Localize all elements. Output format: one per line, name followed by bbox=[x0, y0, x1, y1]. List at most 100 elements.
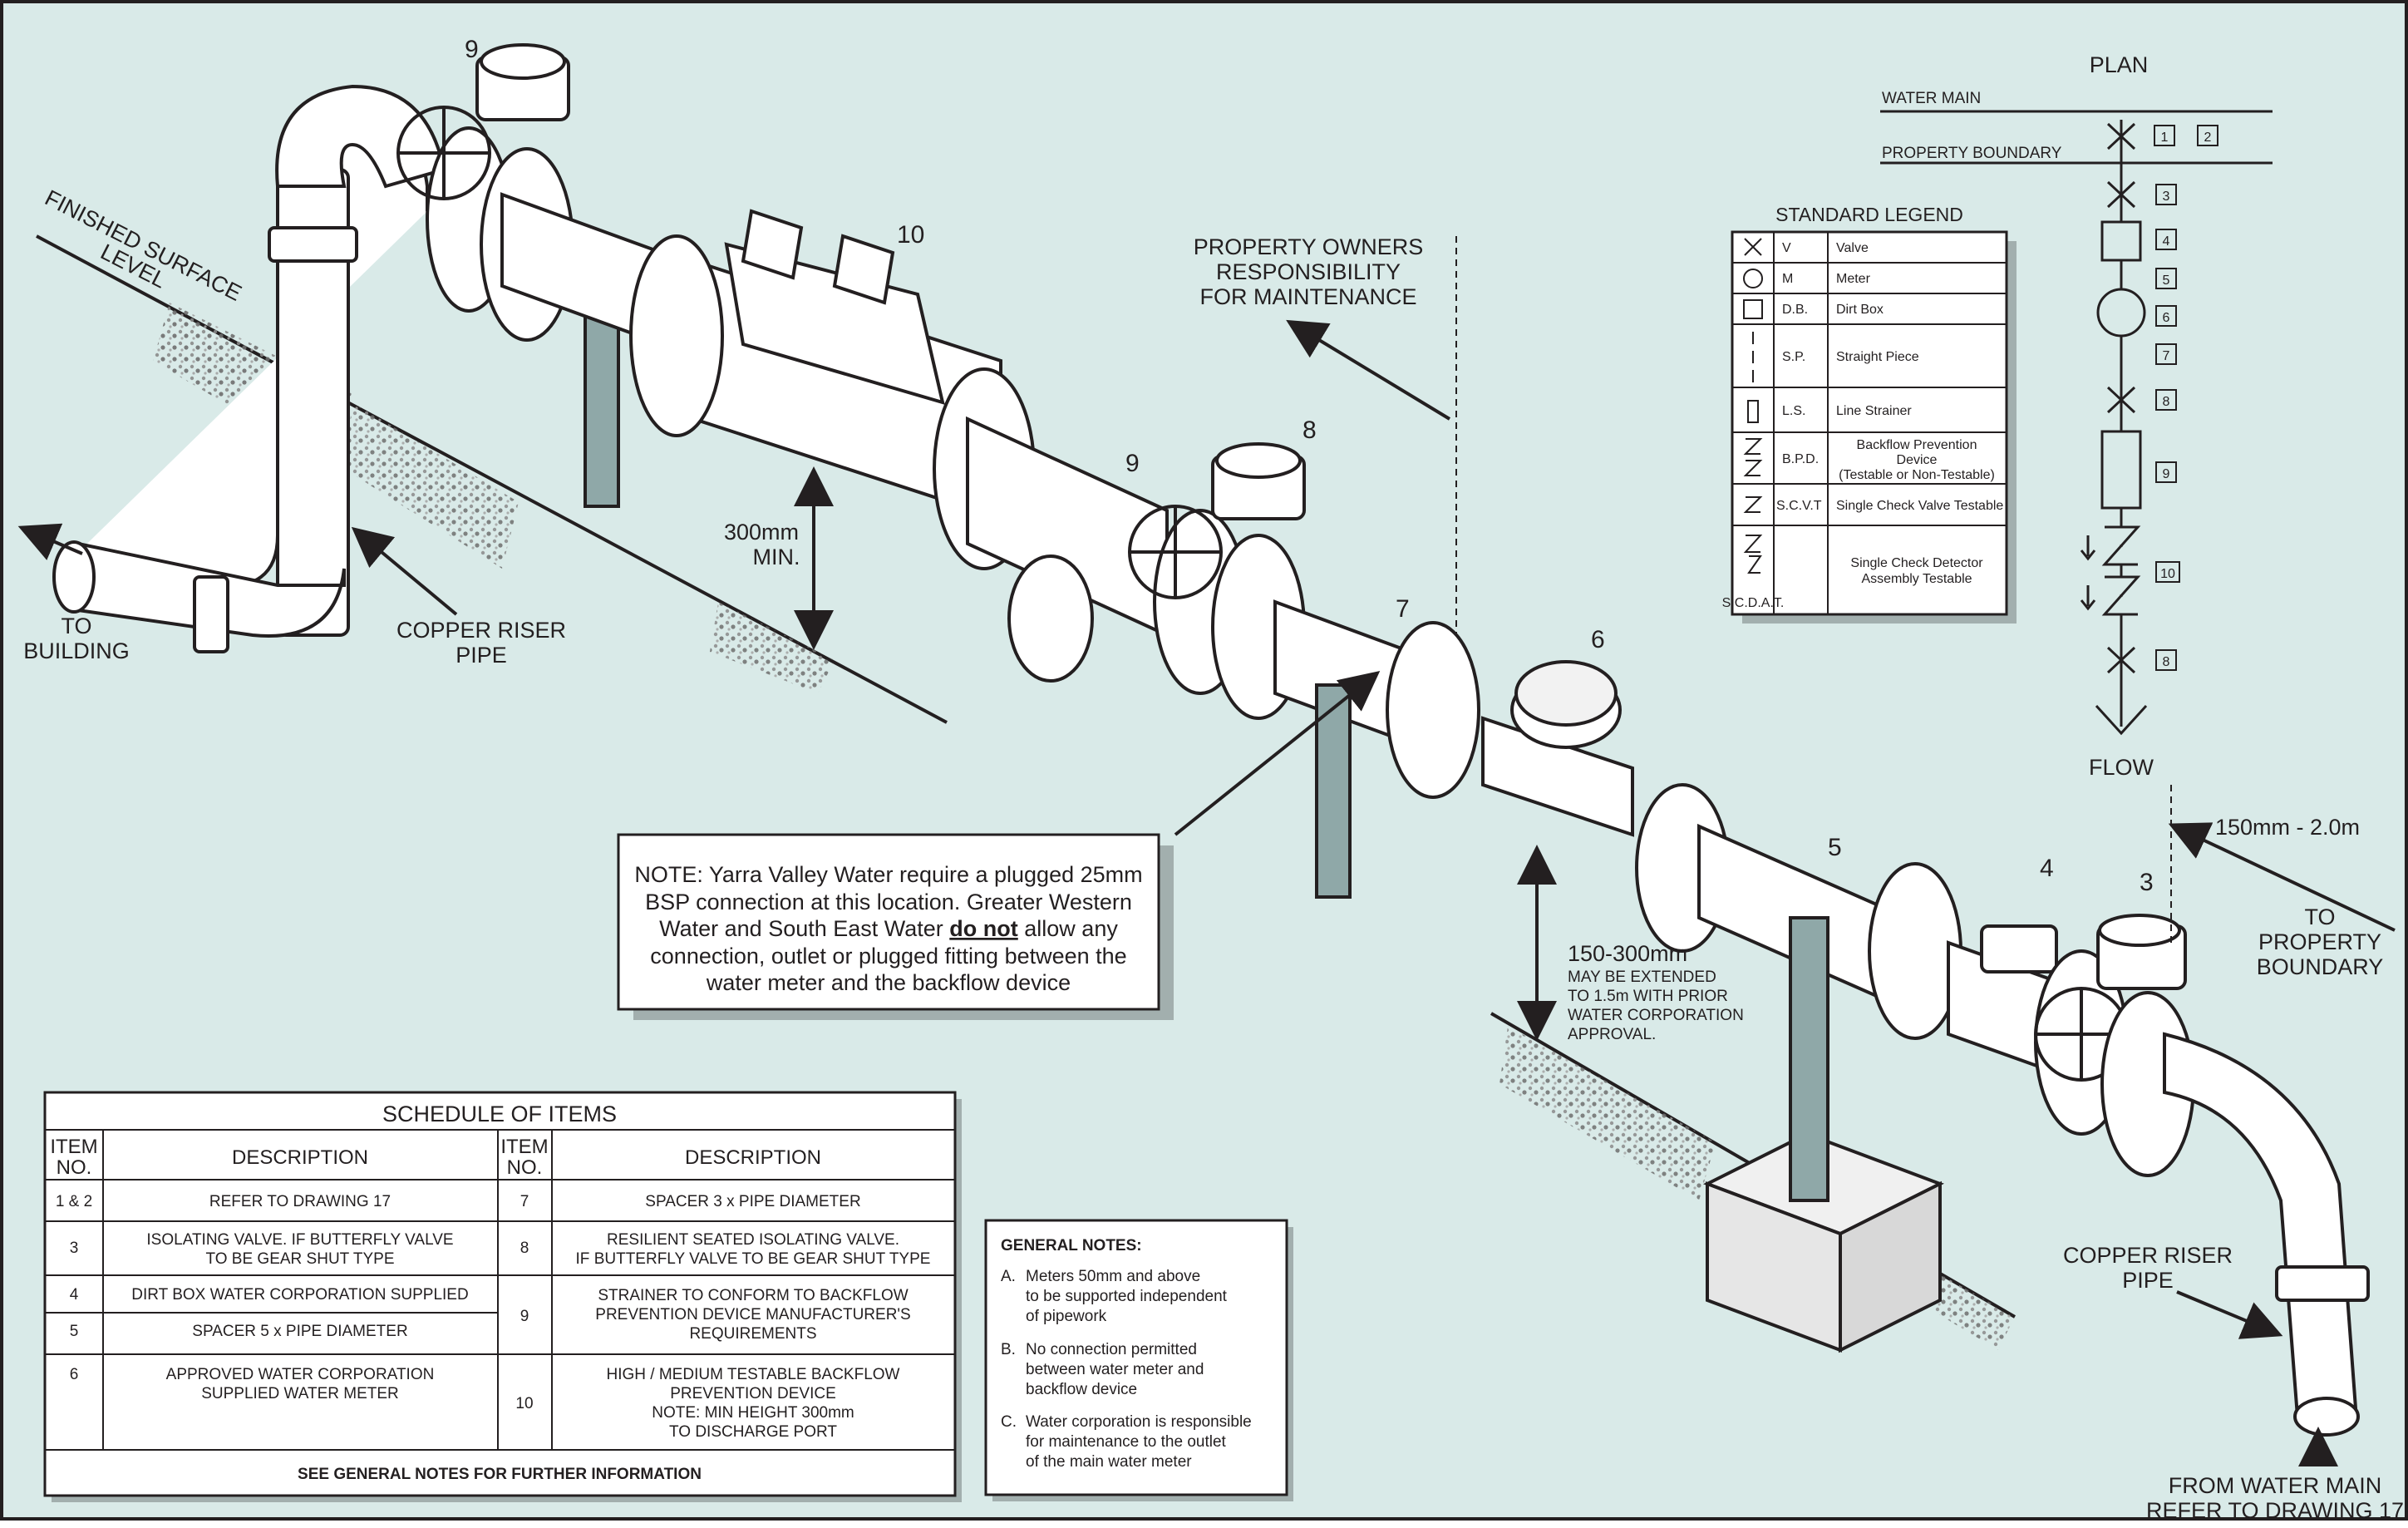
plan-tag-8b: 8 bbox=[2163, 655, 2170, 669]
sched-r5-desc2-d: TO DISCHARGE PORT bbox=[669, 1423, 837, 1441]
plan-tag-10: 10 bbox=[2160, 567, 2175, 581]
legend-abbr-2: D.B. bbox=[1782, 303, 1808, 317]
legend-abbr-1: M bbox=[1782, 272, 1793, 286]
legend-abbr-3: S.P. bbox=[1782, 350, 1805, 364]
sched-r2-desc-b: TO BE GEAR SHUT TYPE bbox=[205, 1250, 394, 1268]
range-150-label-3: TO 1.5m WITH PRIOR bbox=[1568, 988, 1728, 1005]
from-main-label: FROM WATER MAIN bbox=[2169, 1473, 2381, 1498]
plan-title: PLAN bbox=[2090, 52, 2149, 77]
schedule-desc-header-2: DESCRIPTION bbox=[685, 1146, 821, 1169]
drawing-svg: FINISHED SURFACE LEVEL TO BUILDING COPPE… bbox=[17, 36, 2404, 1523]
sched-r1-desc: REFER TO DRAWING 17 bbox=[209, 1193, 391, 1210]
note-line-4: connection, outlet or plugged fitting be… bbox=[650, 944, 1126, 969]
range-150-label-2: MAY BE EXTENDED bbox=[1568, 969, 1716, 986]
sched-r3-desc: DIRT BOX WATER CORPORATION SUPPLIED bbox=[131, 1286, 468, 1304]
legend-desc-1: Meter bbox=[1836, 272, 1871, 286]
schedule-item-header-1a: ITEM bbox=[50, 1136, 97, 1158]
legend-desc-2: Dirt Box bbox=[1836, 303, 1884, 317]
note-b-letter: B. bbox=[1001, 1341, 1016, 1358]
sched-r2-no2: 8 bbox=[520, 1240, 529, 1257]
legend-desc-5a: Backflow Prevention bbox=[1857, 438, 1977, 452]
min-300-label: 300mm bbox=[724, 520, 799, 545]
note-b-line-3: backflow device bbox=[1026, 1381, 1137, 1398]
note-c-line-3: of the main water meter bbox=[1026, 1453, 1192, 1471]
from-main-label-2: REFER TO DRAWING 17 bbox=[2146, 1498, 2404, 1523]
note-line-3: Water and South East Water do not allow … bbox=[659, 916, 1118, 941]
range-150-label-4: WATER CORPORATION bbox=[1568, 1007, 1744, 1024]
sched-r5-desc2-c: NOTE: MIN HEIGHT 300mm bbox=[652, 1404, 854, 1422]
sched-r5-no2: 10 bbox=[515, 1395, 533, 1412]
copper-riser-left-label: COPPER RISER bbox=[396, 618, 566, 643]
legend-desc-0: Valve bbox=[1836, 241, 1869, 255]
plan-tag-6: 6 bbox=[2163, 311, 2170, 325]
sched-r1-no: 1 & 2 bbox=[56, 1193, 92, 1210]
plan-property-boundary: PROPERTY BOUNDARY bbox=[1882, 145, 2062, 162]
callout-5: 5 bbox=[1828, 834, 1842, 861]
min-300-label-2: MIN. bbox=[753, 545, 800, 569]
sched-r3-no: 4 bbox=[70, 1286, 79, 1304]
to-building-label: TO bbox=[61, 614, 91, 638]
plan-tag-3: 3 bbox=[2163, 190, 2170, 204]
callout-7: 7 bbox=[1396, 595, 1410, 623]
note-line-1: NOTE: Yarra Valley Water require a plugg… bbox=[634, 862, 1142, 887]
callout-9b: 9 bbox=[1125, 450, 1140, 477]
sched-r3-no2: 9 bbox=[520, 1308, 529, 1325]
callout-numbers: 9 10 9 8 7 6 5 4 3 bbox=[465, 36, 2154, 896]
note-box: NOTE: Yarra Valley Water require a plugg… bbox=[617, 833, 1174, 1020]
sched-r3-desc2-a: STRAINER TO CONFORM TO BACKFLOW bbox=[598, 1287, 908, 1304]
sched-r5-desc-a: APPROVED WATER CORPORATION bbox=[166, 1366, 435, 1383]
boundary-distance-label: 150mm - 2.0m bbox=[2215, 815, 2360, 840]
legend-desc-5b: Device bbox=[1897, 453, 1938, 467]
plan-tag-1: 1 bbox=[2161, 131, 2169, 145]
to-boundary-label: TO bbox=[2304, 904, 2335, 929]
legend-desc-7b: Assembly Testable bbox=[1861, 572, 1972, 586]
plan-diagram: PLAN WATER MAIN PROPERTY BOUNDARY FLOW 1… bbox=[1880, 52, 2273, 780]
to-boundary-label-2: PROPERTY bbox=[2258, 929, 2381, 954]
sched-r1-desc2: SPACER 3 x PIPE DIAMETER bbox=[645, 1193, 860, 1210]
schedule-item-header-2b: NO. bbox=[507, 1156, 543, 1179]
callout-9a: 9 bbox=[465, 36, 479, 63]
note-c-letter: C. bbox=[1001, 1413, 1017, 1431]
note-c-line-2: for maintenance to the outlet bbox=[1026, 1433, 1227, 1451]
standard-legend: STANDARD LEGEND V Valve M Meter bbox=[1722, 204, 2017, 624]
legend-desc-3: Straight Piece bbox=[1836, 350, 1919, 364]
owners-label-2: RESPONSIBILITY bbox=[1216, 259, 1401, 284]
callout-8: 8 bbox=[1302, 417, 1317, 444]
sched-r5-desc-b: SUPPLIED WATER METER bbox=[201, 1385, 399, 1402]
finished-surface-label: FINISHED SURFACE bbox=[41, 185, 245, 306]
legend-title: STANDARD LEGEND bbox=[1775, 204, 1963, 225]
note-a-line-1: Meters 50mm and above bbox=[1026, 1268, 1200, 1285]
owners-label: PROPERTY OWNERS bbox=[1194, 234, 1424, 259]
legend-desc-5c: (Testable or Non-Testable) bbox=[1839, 468, 1995, 482]
sched-r3-desc2-c: REQUIREMENTS bbox=[689, 1325, 816, 1343]
legend-desc-4: Line Strainer bbox=[1836, 404, 1912, 418]
general-notes: GENERAL NOTES: A. Meters 50mm and above … bbox=[984, 1219, 1293, 1501]
copper-riser-left-label-2: PIPE bbox=[456, 643, 507, 668]
sched-r2-desc2-a: RESILIENT SEATED ISOLATING VALVE. bbox=[607, 1231, 899, 1249]
leader-arrows bbox=[17, 319, 2396, 1466]
note-a-line-2: to be supported independent bbox=[1026, 1288, 1228, 1305]
sched-r2-desc2-b: IF BUTTERFLY VALVE TO BE GEAR SHUT TYPE bbox=[576, 1250, 931, 1268]
sched-r4-desc: SPACER 5 x PIPE DIAMETER bbox=[192, 1323, 407, 1340]
schedule-item-header-1b: NO. bbox=[57, 1156, 92, 1179]
owners-label-3: FOR MAINTENANCE bbox=[1199, 284, 1416, 309]
note-a-letter: A. bbox=[1001, 1268, 1016, 1285]
pipe-assembly-upper bbox=[396, 43, 1730, 953]
plan-flow: FLOW bbox=[2089, 755, 2154, 780]
legend-abbr-0: V bbox=[1782, 241, 1791, 255]
legend-desc-7a: Single Check Detector bbox=[1850, 556, 1983, 570]
plan-tag-5: 5 bbox=[2163, 274, 2170, 288]
copper-riser-pipe-left bbox=[52, 84, 446, 653]
copper-riser-right-label-2: PIPE bbox=[2122, 1268, 2174, 1293]
note-a-line-3: of pipework bbox=[1026, 1308, 1107, 1325]
sched-r1-no2: 7 bbox=[520, 1193, 529, 1210]
sched-r2-no: 3 bbox=[70, 1240, 79, 1257]
note-line-5: water meter and the backflow device bbox=[706, 970, 1071, 995]
plan-tag-4: 4 bbox=[2163, 234, 2170, 249]
note-c-line-1: Water corporation is responsible bbox=[1026, 1413, 1252, 1431]
plan-tag-9: 9 bbox=[2163, 467, 2170, 481]
note-line-2: BSP connection at this location. Greater… bbox=[645, 890, 1132, 914]
note-b-line-2: between water meter and bbox=[1026, 1361, 1204, 1378]
legend-desc-6: Single Check Valve Testable bbox=[1836, 499, 2003, 513]
